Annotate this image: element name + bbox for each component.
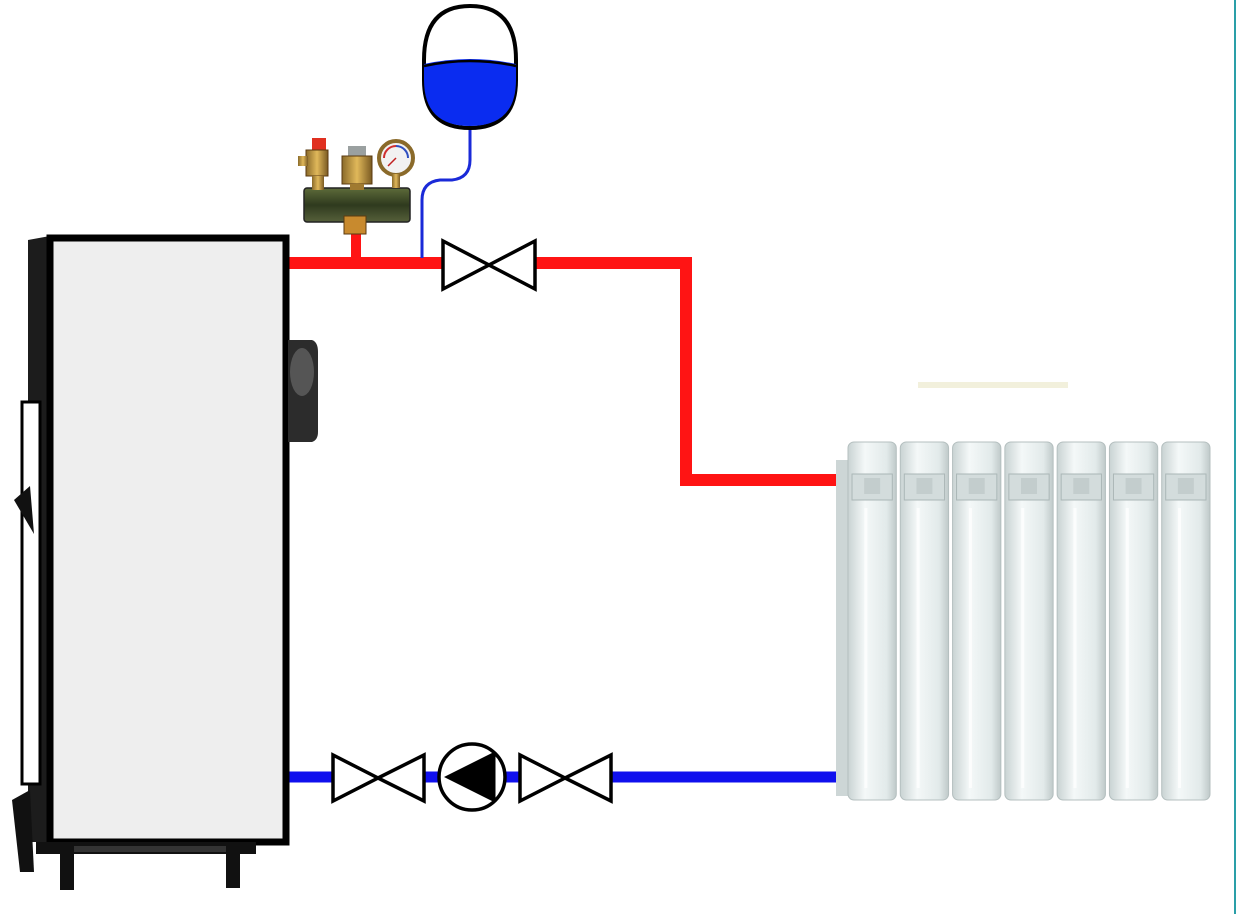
radiator-section	[1108, 441, 1159, 801]
right-edge-line	[1234, 0, 1236, 914]
boiler-icon	[12, 234, 318, 890]
supply-pipe	[284, 232, 842, 486]
expansion-tank-icon	[422, 3, 518, 131]
safety-valve-icon	[298, 138, 329, 190]
return-valve-2-icon	[518, 752, 613, 804]
radiator-sections	[847, 441, 1211, 801]
radiator-section	[1161, 441, 1211, 801]
pressure-gauge-icon	[377, 139, 415, 188]
radiator-section	[847, 441, 897, 801]
radiator-section	[952, 441, 1002, 801]
radiator-section	[1056, 441, 1106, 801]
return-valve-1-icon	[331, 752, 426, 804]
radiator-section	[1004, 441, 1054, 801]
air-vent-icon	[341, 146, 373, 190]
safety-group-icon	[298, 138, 415, 235]
radiator-icon	[836, 382, 1211, 801]
radiator-section	[899, 441, 950, 801]
expansion-tank-line	[420, 126, 472, 258]
supply-valve-icon	[441, 238, 537, 292]
pump-icon	[437, 742, 507, 812]
